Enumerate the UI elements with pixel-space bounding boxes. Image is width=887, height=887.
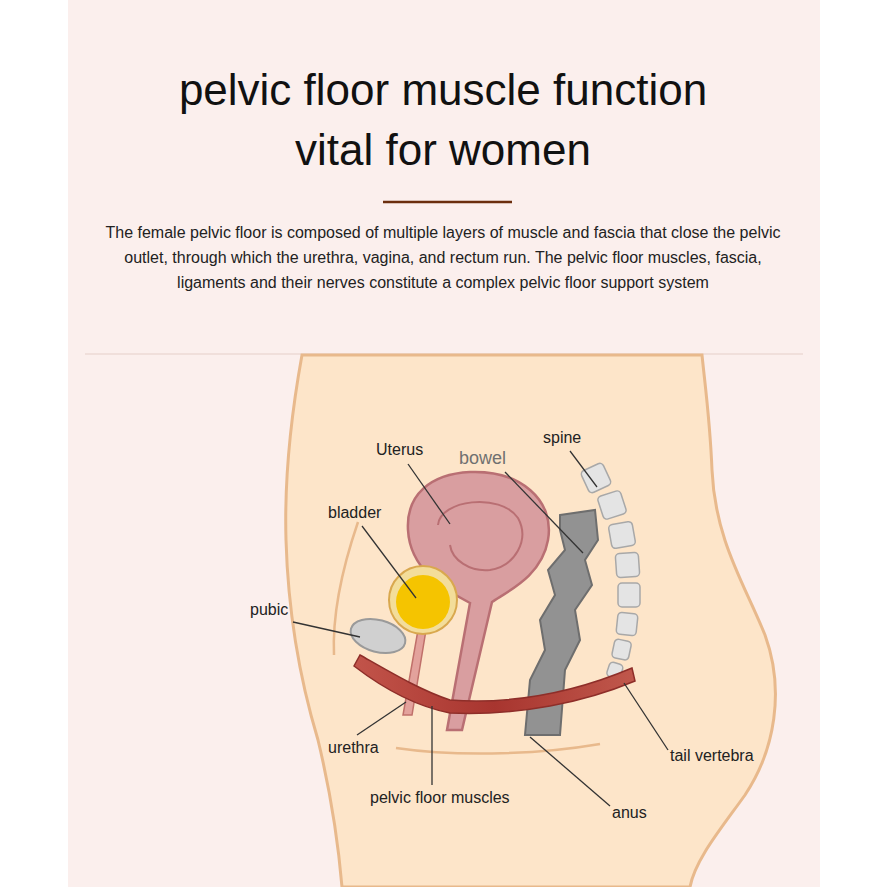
- part-label: pelvic floor muscles: [370, 788, 510, 808]
- part-label: spine: [543, 428, 581, 448]
- part-label: pubic: [250, 600, 288, 620]
- part-label: urethra: [328, 738, 379, 758]
- part-label: bladder: [328, 503, 381, 523]
- panel-ground: [68, 0, 820, 887]
- part-label: Uterus: [376, 440, 423, 460]
- perineum-line: [396, 744, 600, 754]
- part-label: tail vertebra: [670, 746, 754, 766]
- title-rule: [383, 201, 512, 204]
- pelvic-floor-band: [354, 655, 635, 713]
- intro-paragraph: The female pelvic floor is composed of m…: [103, 220, 783, 295]
- leader-lines: [293, 451, 668, 806]
- part-label: bowel: [459, 447, 506, 469]
- part-label: anus: [612, 803, 647, 823]
- body-silhouette: [286, 355, 776, 887]
- uterus-cavity: [438, 502, 522, 570]
- page-title: pelvic floor muscle function vital for w…: [143, 60, 743, 180]
